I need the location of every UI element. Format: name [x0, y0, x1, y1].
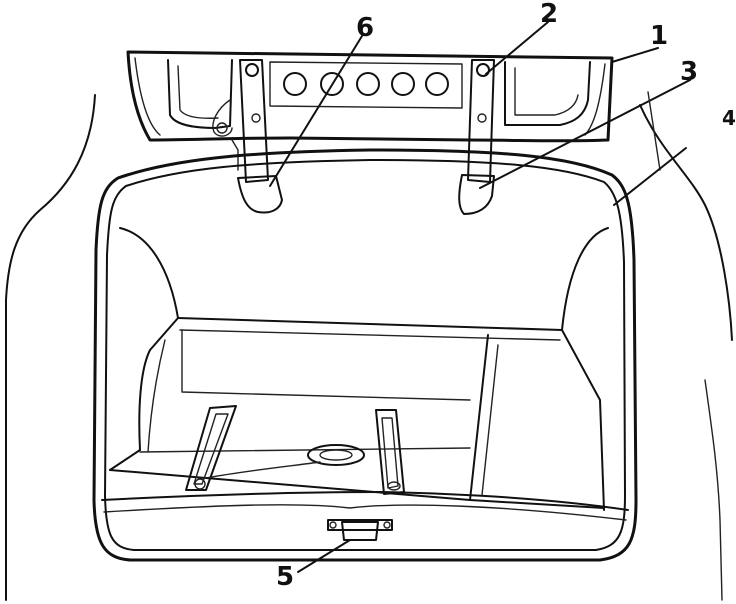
leader-4a [647, 91, 661, 171]
latch [327, 519, 393, 541]
rear-body-outline [5, 94, 733, 601]
lid-recess-right [504, 61, 591, 126]
leader-3 [479, 79, 691, 189]
leader-4b [613, 147, 687, 206]
trunk-lid [126, 50, 614, 143]
seal-strip [104, 159, 626, 551]
floor-slot-right [375, 409, 405, 495]
hinge-right [458, 59, 495, 215]
callout-3: 3 [680, 57, 698, 87]
fuel-cap-ring [307, 444, 365, 466]
leader-5 [297, 539, 351, 573]
leader-2 [485, 21, 549, 75]
callout-6: 6 [356, 13, 374, 43]
callout-2: 2 [540, 0, 558, 29]
leader-6 [269, 35, 363, 187]
lid-recess-left [167, 59, 233, 129]
callout-5: 5 [276, 562, 294, 592]
floor-slot-left [185, 405, 237, 491]
callout-1: 1 [650, 21, 668, 51]
callouts: 1 2 3 4 5 6 [276, 0, 736, 592]
leader-1 [611, 47, 659, 63]
trunk-interior [101, 227, 629, 521]
trunk-opening [92, 148, 638, 562]
leader-lines [269, 21, 691, 573]
hinge-left [212, 59, 283, 214]
callout-4: 4 [722, 106, 736, 130]
lid-holes [269, 61, 463, 109]
